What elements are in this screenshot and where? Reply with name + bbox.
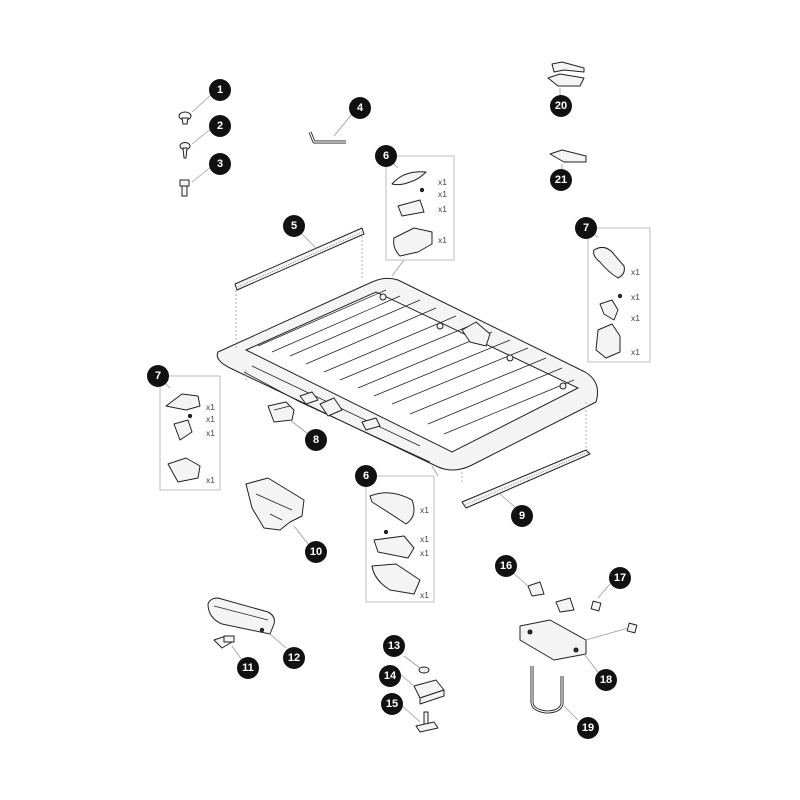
svg-text:17: 17 [614, 572, 626, 584]
svg-text:6: 6 [363, 470, 369, 482]
svg-text:12: 12 [288, 652, 300, 664]
qty-label: x1 [438, 204, 447, 214]
callout-2: 2 [209, 115, 231, 137]
callout-9: 9 [511, 505, 533, 527]
qty-label: x1 [420, 505, 429, 515]
screw-1 [178, 93, 213, 125]
qty-label: x1 [420, 548, 429, 558]
svg-text:20: 20 [555, 100, 567, 112]
kit-7-right: x1 x1 x1 x1 [587, 227, 651, 363]
svg-text:15: 15 [386, 698, 398, 710]
callout-7-right: 7 [575, 217, 597, 239]
svg-text:21: 21 [555, 174, 567, 186]
svg-text:9: 9 [519, 510, 525, 522]
qty-label: x1 [438, 235, 447, 245]
callout-12: 12 [283, 647, 305, 669]
callout-10: 10 [305, 541, 327, 563]
svg-text:13: 13 [388, 640, 400, 652]
hex-key-4 [308, 113, 353, 144]
callout-7-left: 7 [147, 365, 169, 387]
svg-text:8: 8 [313, 434, 319, 446]
roof-basket-frame [216, 277, 599, 471]
callout-20: 20 [550, 95, 572, 117]
qty-label: x1 [631, 267, 640, 277]
callout-15: 15 [381, 693, 403, 715]
wind-strip-9 [461, 449, 591, 509]
qty-label: x1 [631, 292, 640, 302]
svg-text:18: 18 [600, 674, 612, 686]
svg-text:19: 19 [582, 722, 594, 734]
clamp-8 [267, 401, 309, 435]
callout-19: 19 [577, 717, 599, 739]
assembly-guides [235, 232, 587, 482]
callout-13: 13 [383, 635, 405, 657]
qty-label: x1 [420, 534, 429, 544]
lock-cylinder-11 [213, 635, 243, 661]
kit-7-left: x1 x1 x1 x1 [159, 375, 221, 491]
qty-label: x1 [206, 414, 215, 424]
svg-text:14: 14 [384, 670, 397, 682]
callout-21: 21 [550, 169, 572, 191]
callout-18: 18 [595, 669, 617, 691]
qty-label: x1 [206, 428, 215, 438]
callout-4: 4 [349, 97, 371, 119]
callout-3: 3 [209, 153, 231, 175]
svg-text:1: 1 [217, 84, 223, 96]
callout-11: 11 [237, 657, 259, 679]
qty-label: x1 [420, 590, 429, 600]
qty-label: x1 [438, 177, 447, 187]
block-16 [527, 581, 545, 597]
lock-key-20 [547, 61, 585, 98]
kit-6-top: x1 x1 x1 x1 [385, 155, 455, 277]
qty-label: x1 [631, 347, 640, 357]
callout-17: 17 [609, 567, 631, 589]
callout-5: 5 [283, 215, 305, 237]
callout-6-top: 6 [375, 145, 397, 167]
key-21 [549, 149, 587, 172]
qty-label: x1 [631, 313, 640, 323]
end-cap-10 [245, 477, 309, 545]
svg-text:7: 7 [155, 370, 161, 382]
svg-text:7: 7 [583, 222, 589, 234]
qty-label: x1 [206, 402, 215, 412]
callout-1: 1 [209, 79, 231, 101]
block-14 [399, 673, 445, 705]
svg-text:2: 2 [217, 120, 223, 132]
svg-text:3: 3 [217, 158, 223, 170]
svg-text:16: 16 [500, 560, 512, 572]
callout-14: 14 [379, 665, 401, 687]
qty-label: x1 [206, 475, 215, 485]
t-bolt-15 [399, 703, 439, 733]
wind-strip-5 [234, 227, 365, 291]
screw-2 [179, 127, 213, 159]
lock-housing-12 [207, 597, 287, 649]
washer-13 [403, 655, 430, 674]
svg-text:11: 11 [242, 662, 254, 674]
bracket-assembly [511, 571, 638, 721]
svg-text:4: 4 [357, 102, 364, 114]
svg-text:10: 10 [310, 546, 322, 558]
svg-text:6: 6 [383, 150, 389, 162]
callout-6-bottom: 6 [355, 465, 377, 487]
bolt-3 [179, 165, 213, 197]
qty-label: x1 [438, 189, 447, 199]
callout-16: 16 [495, 555, 517, 577]
callout-8: 8 [305, 429, 327, 451]
svg-text:5: 5 [291, 220, 297, 232]
kit-6-bottom: x1 x1 x1 x1 [365, 465, 439, 603]
